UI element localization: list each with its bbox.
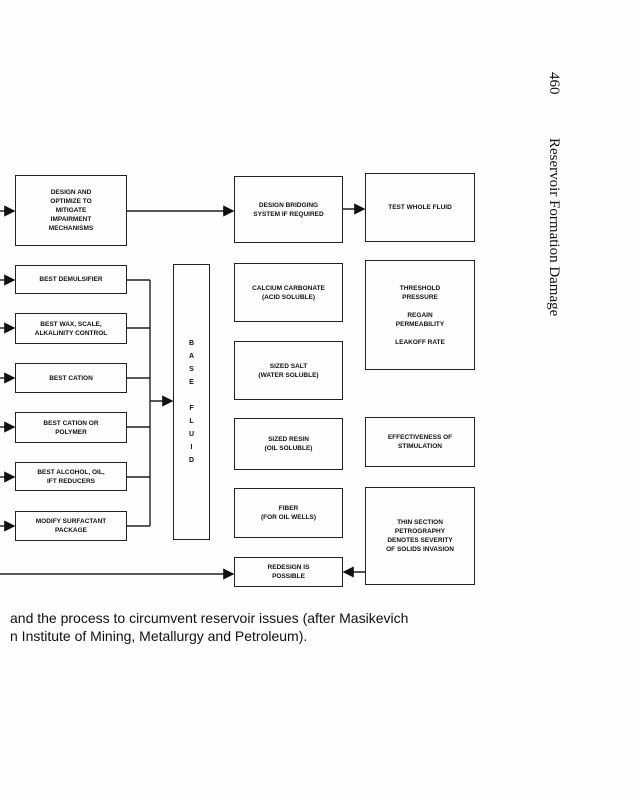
best-wax-scale-box: BEST WAX, SCALE, ALKALINITY CONTROL bbox=[15, 313, 127, 344]
threshold-pressure-box: THRESHOLD PRESSURE REGAIN PERMEABILITY L… bbox=[365, 260, 475, 370]
base-fluid-letter: S bbox=[189, 366, 194, 373]
best-cation-polymer-box: BEST CATION OR POLYMER bbox=[15, 412, 127, 443]
best-cation-box: BEST CATION bbox=[15, 363, 127, 393]
base-fluid-letter: D bbox=[188, 457, 195, 464]
base-fluid-box: B A S E F L U I D bbox=[173, 264, 210, 540]
base-fluid-letter: F bbox=[189, 405, 194, 412]
sized-resin-box: SIZED RESIN (OIL SOLUBLE) bbox=[234, 418, 343, 470]
redesign-box: REDESIGN IS POSSIBLE bbox=[234, 557, 343, 587]
design-optimize-box: DESIGN AND OPTIMIZE TO MITIGATE IMPAIRME… bbox=[15, 175, 127, 246]
best-alcohol-box: BEST ALCOHOL, OIL, IFT REDUCERS bbox=[15, 462, 127, 491]
thin-section-box: THIN SECTION PETROGRAPHY DENOTES SEVERIT… bbox=[365, 487, 475, 585]
base-fluid-letter: B bbox=[188, 340, 195, 347]
effectiveness-box: EFFECTIVENESS OF STIMULATION bbox=[365, 417, 475, 467]
fiber-box: FIBER (FOR OIL WELLS) bbox=[234, 488, 343, 538]
sized-salt-box: SIZED SALT (WATER SOLUBLE) bbox=[234, 341, 343, 400]
best-demulsifier-box: BEST DEMULSIFIER bbox=[15, 265, 127, 294]
base-fluid-letter: A bbox=[188, 353, 195, 360]
calcium-carbonate-box: CALCIUM CARBONATE (ACID SOLUBLE) bbox=[234, 263, 343, 322]
design-bridging-box: DESIGN BRIDGING SYSTEM IF REQUIRED bbox=[234, 176, 343, 243]
base-fluid-letter: E bbox=[189, 379, 194, 386]
test-whole-fluid-box: TEST WHOLE FLUID bbox=[365, 173, 475, 242]
base-fluid-letter: I bbox=[190, 444, 193, 451]
modify-surfactant-box: MODIFY SURFACTANT PACKAGE bbox=[15, 511, 127, 541]
figure-caption-line: n Institute of Mining, Metallurgy and Pe… bbox=[10, 628, 308, 644]
base-fluid-letter: L bbox=[189, 418, 194, 425]
figure-caption-line: and the process to circumvent reservoir … bbox=[10, 610, 409, 626]
base-fluid-letter: U bbox=[188, 431, 195, 438]
